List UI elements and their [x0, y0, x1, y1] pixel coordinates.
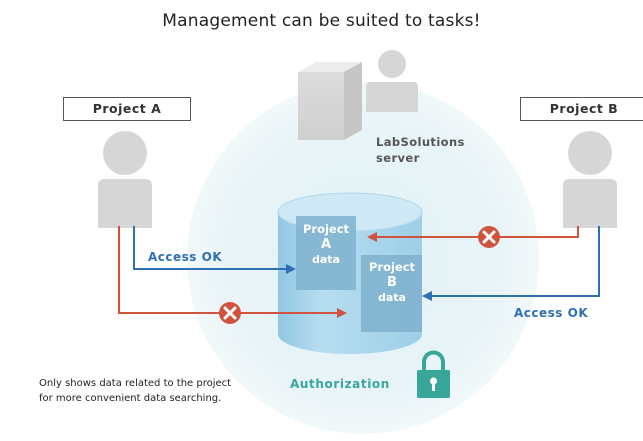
project-a-data-line3: data	[312, 253, 340, 266]
project-b-data-label: Project B data	[362, 260, 422, 305]
denied-icon-left	[219, 302, 241, 324]
access-ok-label-left: Access OK	[148, 250, 223, 264]
footnote-line2: for more convenient data searching.	[39, 393, 222, 404]
project-b-data-line3: data	[378, 291, 406, 304]
access-ok-arrow-right	[422, 226, 600, 301]
footnote-line1: Only shows data related to the project	[39, 378, 232, 389]
server-admin-user-icon	[366, 50, 418, 112]
authorization-label: Authorization	[290, 377, 390, 391]
database-icon	[277, 192, 423, 354]
project-b-data-line2: B	[387, 275, 397, 290]
access-ok-arrow-left	[133, 226, 296, 274]
server-label-line1: LabSolutions	[376, 135, 465, 149]
lock-icon	[417, 350, 450, 398]
user-icon-right	[563, 131, 617, 228]
project-a-data-line1: Project	[302, 222, 350, 236]
denied-icon-right	[478, 226, 500, 248]
project-a-data-label: Project A data	[296, 222, 356, 267]
server-label-line2: server	[376, 151, 420, 165]
project-b-label: Project B	[520, 97, 643, 121]
server-label: LabSolutions server	[376, 134, 465, 166]
project-b-data-block	[361, 255, 422, 332]
project-a-data-line2: A	[320, 237, 332, 252]
project-b-data-line1: Project	[368, 260, 416, 274]
user-icon-left	[98, 131, 152, 228]
project-a-label: Project A	[63, 97, 191, 121]
denied-arrow-left	[118, 226, 347, 318]
denied-arrow-right	[367, 226, 579, 242]
project-a-data-block	[296, 216, 356, 290]
page-title: Management can be suited to tasks!	[162, 11, 481, 31]
footnote: Only shows data related to the project f…	[39, 376, 231, 406]
access-ok-label-right: Access OK	[514, 306, 589, 320]
server-icon	[298, 62, 362, 140]
